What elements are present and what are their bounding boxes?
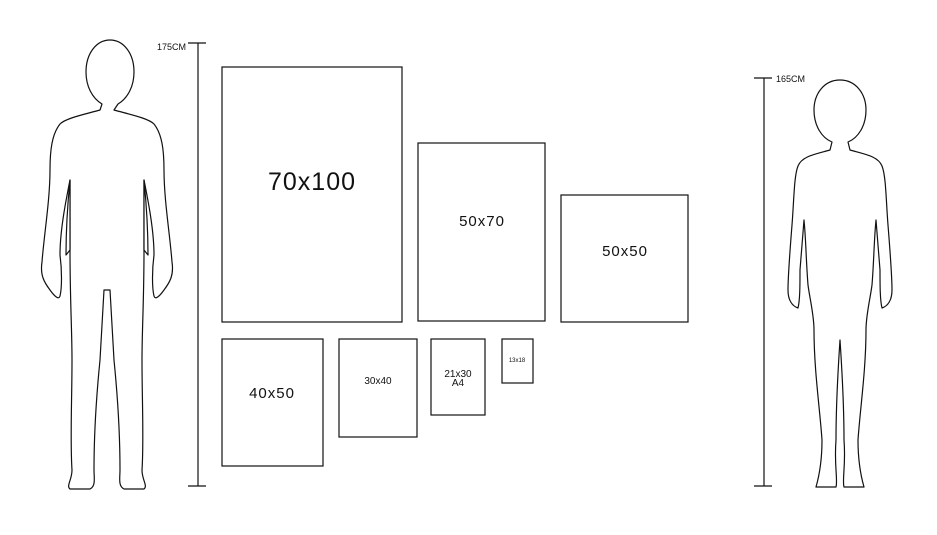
frame-70x100: [221, 66, 403, 323]
man-arm-gap-right: [143, 179, 149, 256]
woman-silhouette: [787, 79, 893, 488]
frame-21x30-sublabel: A4: [452, 378, 465, 389]
frame-40x50: [221, 338, 324, 467]
frame-50x70-label: 50x70: [459, 213, 505, 230]
frame-30x40: [338, 338, 418, 438]
frame-50x50-label: 50x50: [602, 243, 648, 260]
man-arm-gap-left: [65, 179, 71, 256]
frame-13x18-label: 13x18: [509, 358, 526, 364]
man-height-label: 175CM: [157, 42, 186, 52]
frame-30x40-label: 30x40: [364, 376, 392, 387]
frame-50x50: [560, 194, 689, 323]
frame-21x30-label: 21x30: [444, 369, 472, 380]
frame-50x70: [417, 142, 546, 322]
frame-70x100-label: 70x100: [268, 168, 356, 196]
man-silhouette: [40, 39, 174, 490]
frame-40x50-label: 40x50: [249, 385, 295, 402]
woman-height-label: 165CM: [776, 74, 805, 84]
frame-21x30: [430, 338, 486, 416]
frame-13x18: [501, 338, 534, 384]
